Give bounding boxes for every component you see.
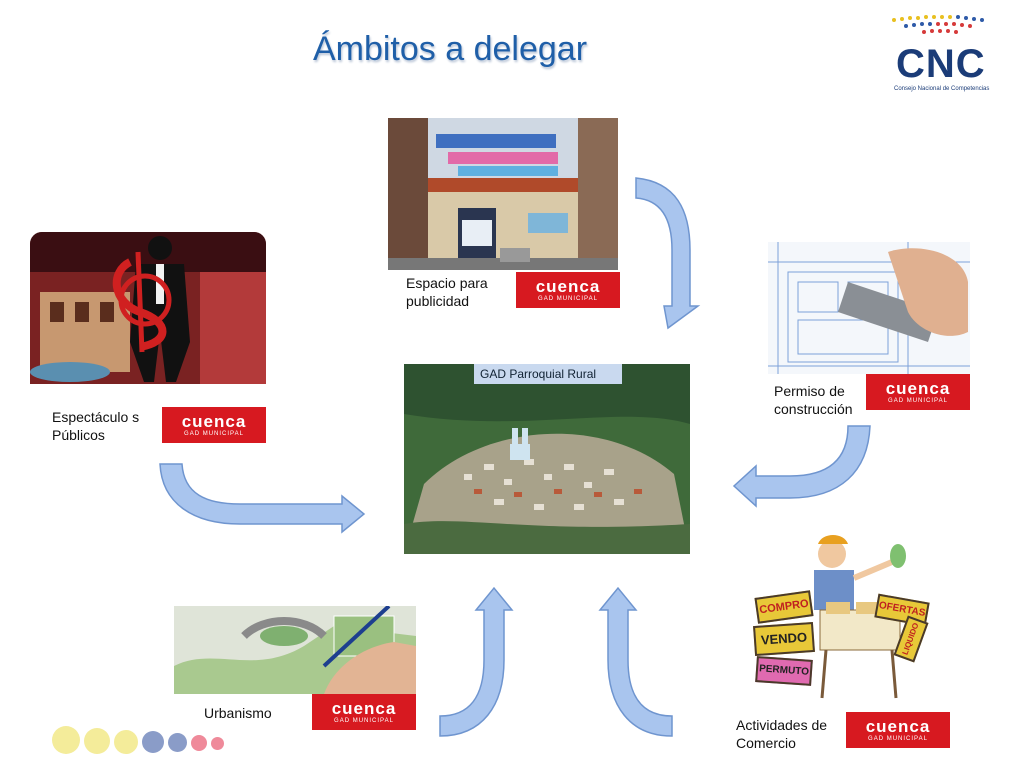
cuenca-badge: cuenca GAD MUNICIPAL — [162, 407, 266, 443]
item-label-espectaculos: Espectáculo s Públicos — [52, 408, 139, 444]
badge-text: cuenca — [885, 379, 951, 398]
arrow-bottom-left-icon — [439, 586, 514, 737]
item-label-urbanismo: Urbanismo — [204, 704, 272, 722]
badge-subtext: GAD MUNICIPAL — [868, 736, 928, 742]
decor-dot — [84, 728, 110, 754]
center-label: GAD Parroquial Rural — [474, 364, 622, 384]
item-label-permiso: Permiso de construcción — [774, 382, 853, 418]
badge-subtext: GAD MUNICIPAL — [184, 431, 244, 437]
label-line-1: Urbanismo — [204, 705, 272, 721]
item-label-comercio: Actividades de Comercio — [736, 716, 827, 752]
cuenca-badge: cuenca GAD MUNICIPAL — [312, 694, 416, 730]
public-show-photo — [30, 232, 266, 384]
arrow-top-icon — [635, 177, 701, 330]
label-line-2: Comercio — [736, 735, 796, 751]
label-line-2: publicidad — [406, 293, 470, 309]
decor-dot — [168, 733, 187, 752]
logo-dots-icon — [892, 15, 984, 34]
cnc-logo: CNC Consejo Nacional de Competencias — [884, 12, 1004, 92]
urban-plan-photo — [174, 606, 416, 694]
badge-subtext: GAD MUNICIPAL — [334, 718, 394, 724]
decor-dot — [191, 735, 207, 751]
decor-dot — [211, 737, 224, 750]
label-line-1: Actividades de — [736, 717, 828, 733]
cuenca-badge: cuenca GAD MUNICIPAL — [866, 374, 970, 410]
label-line-1: Espectáculo s — [52, 409, 140, 425]
badge-text: cuenca — [331, 699, 397, 718]
badge-subtext: GAD MUNICIPAL — [538, 296, 598, 302]
label-line-2: construcción — [774, 401, 853, 417]
cuenca-badge: cuenca GAD MUNICIPAL — [846, 712, 950, 748]
decor-dot — [52, 726, 80, 754]
item-label-publicidad: Espacio para publicidad — [406, 274, 488, 310]
arrow-right-icon — [732, 425, 871, 508]
label-line-1: Permiso de — [774, 383, 845, 399]
blueprint-stamp-photo — [768, 242, 970, 374]
street-banners-photo — [388, 118, 618, 270]
logo-name: CNC — [896, 42, 986, 86]
badge-text: cuenca — [535, 277, 601, 296]
arrow-left-icon — [159, 463, 366, 534]
commerce-vendor-illustration: COMPRO VENDO PERMUTO OFERTAS LIQUIDO — [752, 532, 932, 700]
decor-dot — [114, 730, 138, 754]
badge-text: cuenca — [181, 412, 247, 431]
arrow-bottom-right-icon — [598, 586, 673, 737]
logo-subtitle: Consejo Nacional de Competencias — [894, 86, 990, 92]
badge-text: cuenca — [865, 717, 931, 736]
badge-subtext: GAD MUNICIPAL — [888, 398, 948, 404]
decor-dot — [142, 731, 164, 753]
label-line-1: Espacio para — [406, 275, 488, 291]
slide-title: Ámbitos a delegar — [312, 30, 588, 68]
label-line-2: Públicos — [52, 427, 105, 443]
cuenca-badge: cuenca GAD MUNICIPAL — [516, 272, 620, 308]
